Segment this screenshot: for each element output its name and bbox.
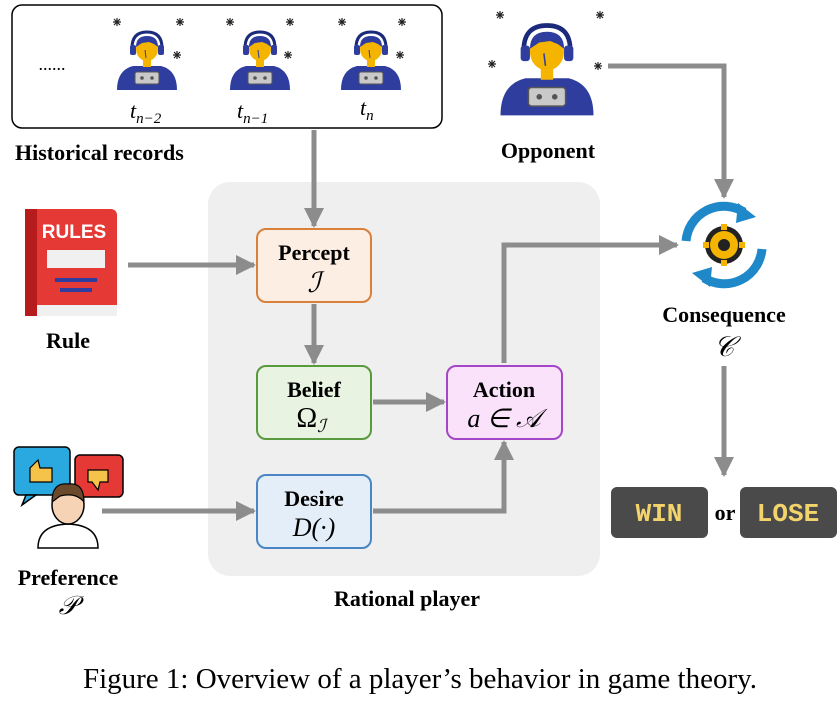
arrow-opponent-to-consequence xyxy=(608,63,734,199)
historical-records-label: Historical records xyxy=(15,140,184,165)
consequence-label: Consequence xyxy=(662,302,786,327)
preference-symbol: 𝒫 xyxy=(59,591,85,620)
belief-box xyxy=(256,365,372,440)
belief-label: Belief xyxy=(287,377,341,402)
rational-player-label: Rational player xyxy=(334,586,480,611)
rule-label: Rule xyxy=(46,328,90,353)
opponent-icon xyxy=(501,26,594,116)
rule-book-title: RULES xyxy=(42,222,106,243)
time-label-n-1: tn−1 xyxy=(237,98,268,127)
lose-label: LOSE xyxy=(757,499,819,529)
win-label: WIN xyxy=(636,499,683,529)
rule-book-icon: RULES xyxy=(25,209,117,316)
time-label-n-2: tn−2 xyxy=(130,98,162,127)
desire-label: Desire xyxy=(284,486,344,511)
time-label-n: tn xyxy=(360,95,374,124)
preference-label: Preference xyxy=(18,565,119,590)
opponent-label: Opponent xyxy=(501,138,596,163)
desire-symbol: D(·) xyxy=(292,513,336,542)
preference-icon xyxy=(13,446,124,549)
percept-label: Percept xyxy=(278,240,350,265)
percept-box xyxy=(256,228,372,303)
action-box xyxy=(446,365,563,440)
desire-box xyxy=(256,474,372,549)
history-ellipsis: ...... xyxy=(39,54,66,74)
or-label: or xyxy=(715,500,736,525)
consequence-icon xyxy=(681,201,767,289)
arrow-desire-to-action xyxy=(373,440,514,514)
figure-caption: Figure 1: Overview of a player’s behavio… xyxy=(83,663,757,695)
win-badge xyxy=(611,487,708,538)
consequence-symbol: 𝒞 xyxy=(714,332,742,363)
action-label: Action xyxy=(473,377,535,402)
action-symbol: a ∈ 𝒜 xyxy=(467,404,548,433)
arrow-action-to-consequence xyxy=(501,235,679,363)
lose-badge xyxy=(740,487,837,538)
historical-records-box xyxy=(11,4,443,129)
